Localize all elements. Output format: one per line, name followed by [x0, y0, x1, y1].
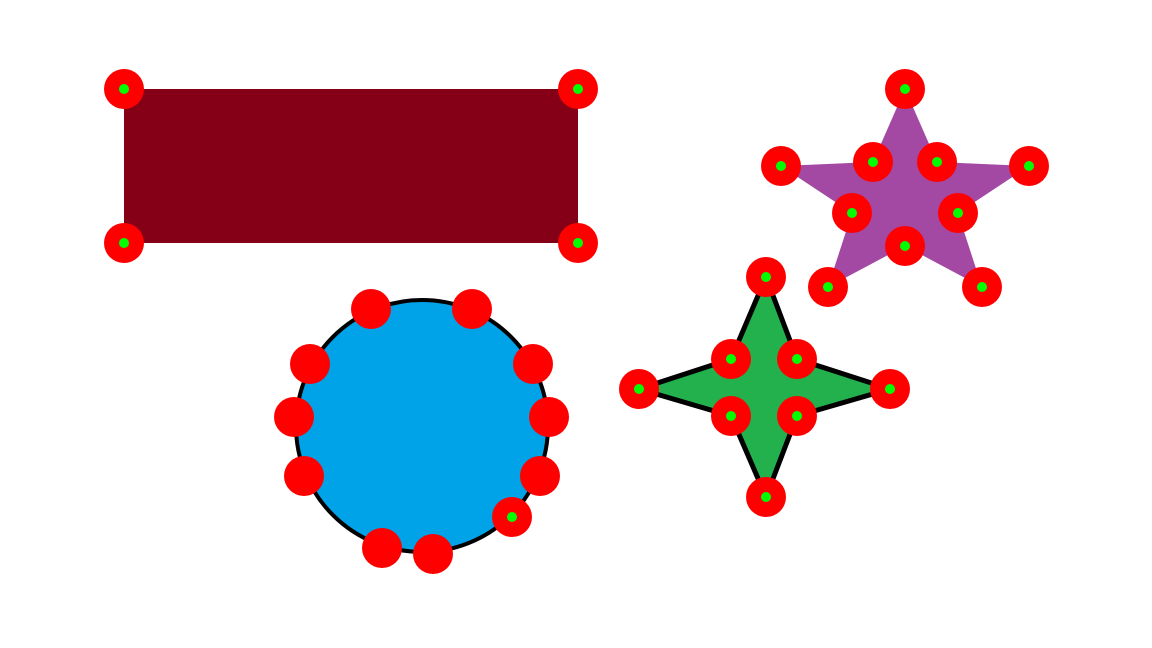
rectangle-vertex-center-dot — [119, 238, 129, 248]
four-point-star-vertex-center-dot — [761, 272, 771, 282]
four-point-star-vertex-center-dot — [634, 384, 644, 394]
vertex-markers — [104, 69, 1049, 574]
circle-vertex-marker — [274, 397, 314, 437]
four-point-star-vertex-center-dot — [792, 354, 802, 364]
four-point-star-vertex-center-dot — [726, 411, 736, 421]
rectangle-shape — [124, 89, 578, 243]
five-point-star-shape — [781, 89, 1029, 287]
four-point-star-vertex-center-dot — [761, 492, 771, 502]
five-point-star-vertex-center-dot — [868, 157, 878, 167]
circle-vertex-marker — [452, 289, 492, 329]
four-point-star-vertex-center-dot — [792, 411, 802, 421]
four-point-star-vertex-center-dot — [726, 354, 736, 364]
circle-vertex-marker — [529, 397, 569, 437]
five-point-star-vertex-center-dot — [776, 161, 786, 171]
five-point-star-vertex-center-dot — [847, 208, 857, 218]
rectangle-shape-group — [124, 89, 578, 243]
circle-vertex-marker — [513, 344, 553, 384]
circle-vertex-marker — [290, 344, 330, 384]
rectangle-vertex-center-dot — [573, 238, 583, 248]
five-point-star-vertex-center-dot — [1024, 161, 1034, 171]
circle-vertex-marker — [520, 456, 560, 496]
five-point-star-vertex-center-dot — [932, 157, 942, 167]
five-point-star-vertex-center-dot — [823, 282, 833, 292]
circle-vertex-marker — [413, 534, 453, 574]
circle-vertex-marker — [284, 456, 324, 496]
five-point-star-group — [781, 89, 1029, 287]
five-point-star-vertex-center-dot — [900, 84, 910, 94]
rectangle-vertex-center-dot — [119, 84, 129, 94]
circle-vertex-center-dot — [507, 512, 517, 522]
five-point-star-vertex-center-dot — [900, 241, 910, 251]
five-point-star-vertex-center-dot — [953, 208, 963, 218]
five-point-star-vertex-center-dot — [977, 282, 987, 292]
circle-vertex-marker — [351, 289, 391, 329]
rectangle-vertex-center-dot — [573, 84, 583, 94]
four-point-star-vertex-center-dot — [885, 384, 895, 394]
circle-vertex-marker — [362, 528, 402, 568]
